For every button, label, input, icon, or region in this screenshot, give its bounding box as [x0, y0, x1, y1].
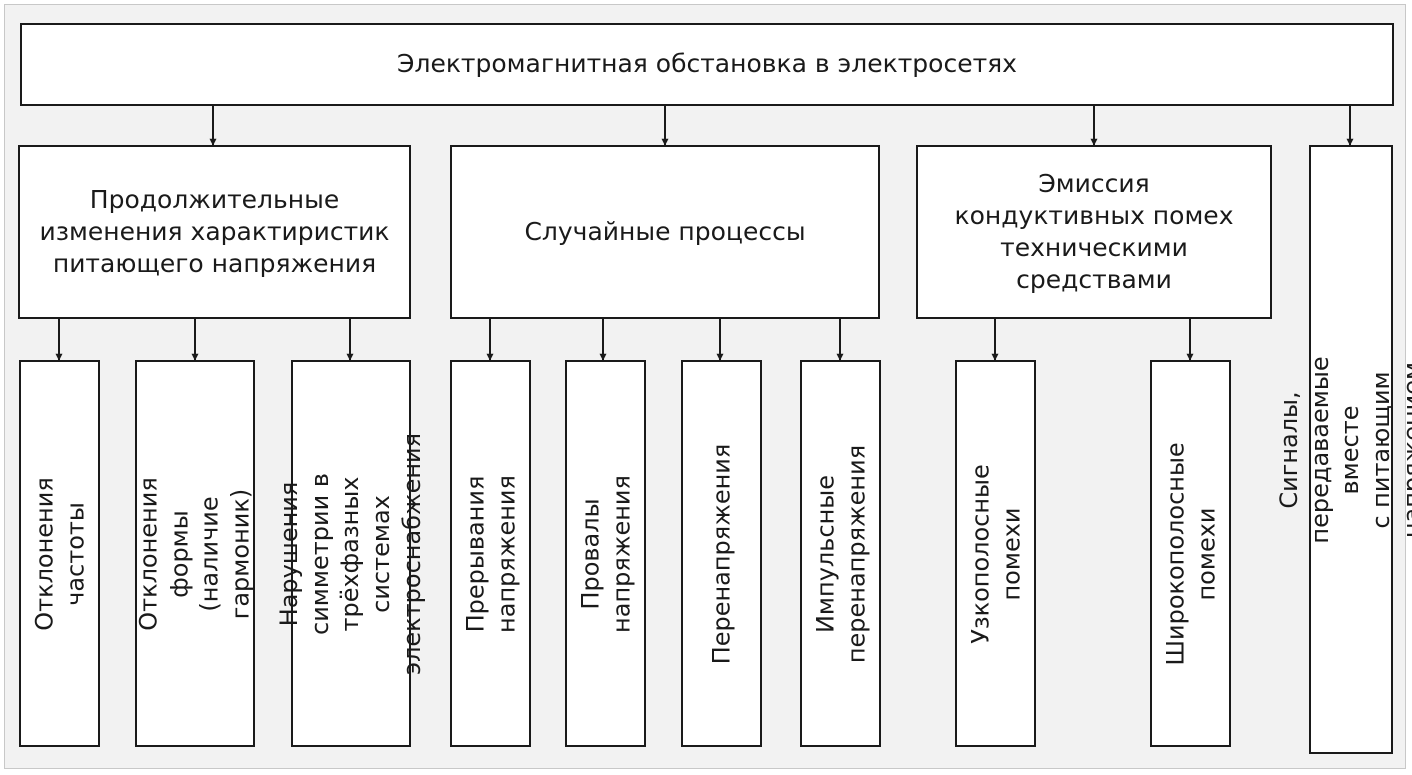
category-label: Сигналы, передаваемые вместе с питающим …: [1275, 355, 1412, 544]
leaf-label: Узкополосные помехи: [965, 463, 1025, 644]
category-label: Случайные процессы: [524, 216, 806, 246]
leaf-box-impulse-overvoltages: Импульсные перенапряжения: [800, 360, 881, 747]
category-label: Продолжительные изменения характиристик …: [39, 184, 390, 279]
leaf-box-frequency-deviation: Отклонения частоты: [19, 360, 100, 747]
leaf-box-phase-asymmetry: Нарушения симметрии в трёхфазных система…: [275, 360, 426, 747]
leaf-box-broadband-noise: Широкополосные помехи: [1150, 360, 1231, 747]
leaf-label: Отклонения формы (наличие гармоник): [134, 476, 255, 631]
title-box: Электромагнитная обстановка в электросет…: [20, 23, 1394, 106]
category-box-continuous-changes: Продолжительные изменения характиристик …: [18, 145, 411, 319]
category-label: Эмиссия кондуктивных помех техническими …: [954, 168, 1234, 295]
category-box-random-processes: Случайные процессы: [450, 145, 880, 319]
leaf-label: Провалы напряжения: [575, 474, 635, 633]
leaf-label: Импульсные перенапряжения: [810, 444, 870, 663]
leaf-box-narrowband-noise: Узкополосные помехи: [955, 360, 1036, 747]
title-text: Электромагнитная обстановка в электросет…: [397, 49, 1017, 79]
leaf-label: Прерывания напряжения: [460, 474, 520, 633]
leaf-label: Отклонения частоты: [29, 476, 89, 631]
category-box-conducted-emissions: Эмиссия кондуктивных помех техническими …: [916, 145, 1272, 319]
leaf-box-voltage-dips: Провалы напряжения: [565, 360, 646, 747]
leaf-box-waveform-deviation: Отклонения формы (наличие гармоник): [135, 360, 255, 747]
leaf-box-overvoltages: Перенапряжения: [681, 360, 762, 747]
leaf-label: Широкополосные помехи: [1160, 441, 1220, 666]
category-box-signals: Сигналы, передаваемые вместе с питающим …: [1275, 145, 1412, 754]
leaf-box-voltage-interruptions: Прерывания напряжения: [450, 360, 531, 747]
leaf-label: Нарушения симметрии в трёхфазных система…: [275, 432, 427, 675]
leaf-label: Перенапряжения: [707, 443, 736, 664]
